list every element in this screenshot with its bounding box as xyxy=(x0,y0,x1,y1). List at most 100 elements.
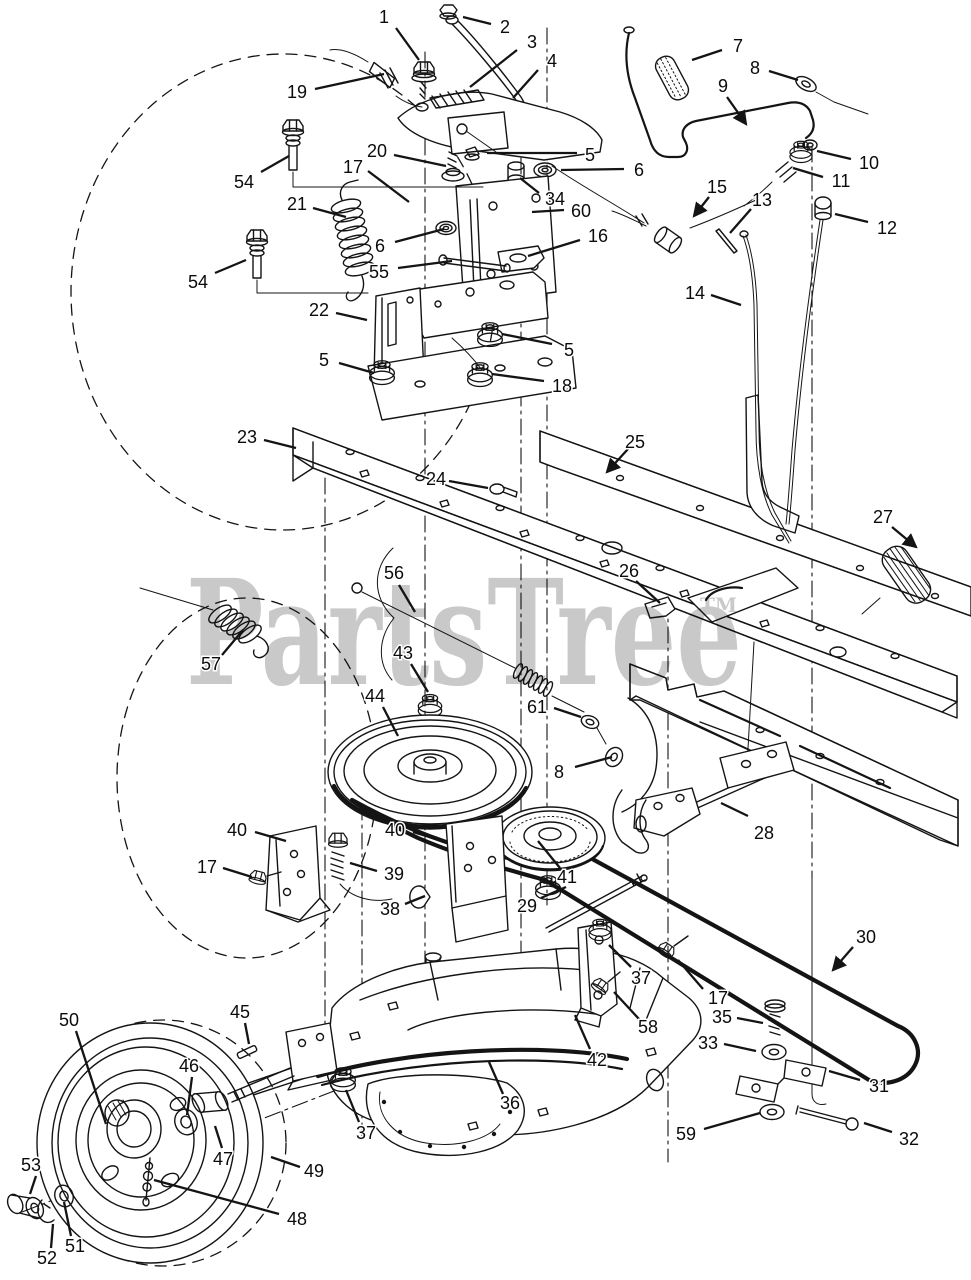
callout-leader-54 xyxy=(214,258,247,275)
callout-leader-19 xyxy=(314,72,385,91)
callout-number-48: 48 xyxy=(287,1209,307,1229)
callout-number-31: 31 xyxy=(869,1076,889,1096)
callout-leader-31 xyxy=(828,1069,861,1082)
callout-leader-11 xyxy=(792,166,824,179)
callout-number-1: 1 xyxy=(379,7,389,27)
callout-number-26: 26 xyxy=(619,561,639,581)
callout-number-44: 44 xyxy=(365,686,385,706)
callout-number-47: 47 xyxy=(213,1149,233,1169)
callout-leader-15 xyxy=(692,196,710,218)
transaxle xyxy=(225,947,702,1156)
callout-leader-32 xyxy=(863,1121,893,1134)
callout-leader-10 xyxy=(816,149,852,161)
callout-leader-60 xyxy=(531,208,565,214)
callout-number-54: 54 xyxy=(234,172,254,192)
callout-leader-5 xyxy=(501,332,553,346)
callout-number-40: 40 xyxy=(227,820,247,840)
callout-number-25: 25 xyxy=(625,432,645,452)
callout-leader-50 xyxy=(74,1030,108,1125)
callout-number-14: 14 xyxy=(685,283,705,303)
callout-number-15: 15 xyxy=(707,177,727,197)
callout-leader-49 xyxy=(270,1155,301,1169)
callout-leader-61 xyxy=(553,706,582,719)
callout-leader-24 xyxy=(448,479,489,490)
callout-leader-1 xyxy=(395,27,420,61)
callout-leader-40 xyxy=(254,830,287,843)
spring-21 xyxy=(330,179,376,302)
callout-leader-30 xyxy=(831,946,854,972)
callout-leader-13 xyxy=(729,208,752,234)
callout-number-28: 28 xyxy=(754,823,774,843)
callout-leader-33 xyxy=(723,1042,757,1053)
callout-leader-7 xyxy=(691,48,723,62)
callout-number-21: 21 xyxy=(287,194,307,214)
pulleys-and-belt xyxy=(327,693,920,1085)
callout-number-17: 17 xyxy=(708,988,728,1008)
callout-leader-48 xyxy=(153,1178,280,1216)
diagram-art xyxy=(6,4,971,1267)
callout-leader-39 xyxy=(349,861,378,873)
watermark-tm: TM xyxy=(700,593,737,617)
callout-number-46: 46 xyxy=(179,1056,199,1076)
callout-number-23: 23 xyxy=(237,427,257,447)
callout-leader-47 xyxy=(213,1125,224,1149)
callout-number-52: 52 xyxy=(37,1248,57,1268)
callout-leader-14 xyxy=(710,293,742,307)
callout-number-6: 6 xyxy=(375,236,385,256)
callout-leader-8 xyxy=(768,69,799,82)
callout-leader-18 xyxy=(491,372,545,383)
callout-number-53: 53 xyxy=(21,1155,41,1175)
callout-number-3: 3 xyxy=(527,32,537,52)
callout-leader-36 xyxy=(487,1061,505,1095)
callout-number-39: 39 xyxy=(384,864,404,884)
callout-leader-17 xyxy=(367,170,410,203)
callout-leader-16 xyxy=(527,238,581,258)
callout-number-59: 59 xyxy=(676,1124,696,1144)
callout-number-60: 60 xyxy=(571,201,591,221)
callout-leader-54 xyxy=(260,155,290,173)
callout-number-56: 56 xyxy=(384,563,404,583)
callout-number-17: 17 xyxy=(197,857,217,877)
callout-leader-29 xyxy=(540,885,567,900)
callout-number-40: 40 xyxy=(385,820,405,840)
callout-number-43: 43 xyxy=(393,643,413,663)
bolt-54-upper xyxy=(281,119,484,188)
callout-number-8: 8 xyxy=(554,762,564,782)
callout-number-4: 4 xyxy=(547,51,557,71)
callout-leader-20 xyxy=(393,153,447,168)
callout-number-45: 45 xyxy=(230,1002,250,1022)
callout-leader-41 xyxy=(537,840,561,869)
frame-rail-front xyxy=(292,427,958,719)
callout-leader-55 xyxy=(397,259,453,270)
callout-number-9: 9 xyxy=(718,76,728,96)
callout-leader-9 xyxy=(726,96,748,126)
callout-leader-4 xyxy=(512,69,539,99)
grip-27 xyxy=(861,545,932,615)
bolt-24 xyxy=(489,483,518,498)
cable-and-spring xyxy=(139,547,658,813)
callout-number-57: 57 xyxy=(201,654,221,674)
callout-leader-40 xyxy=(412,830,447,844)
callout-number-16: 16 xyxy=(588,226,608,246)
callout-number-19: 19 xyxy=(287,82,307,102)
callout-number-41: 41 xyxy=(557,867,577,887)
callout-leader-52 xyxy=(49,1223,55,1249)
callout-leader-6 xyxy=(560,167,625,172)
callout-number-37: 37 xyxy=(631,968,651,988)
callout-number-36: 36 xyxy=(500,1093,520,1113)
callout-number-58: 58 xyxy=(638,1017,658,1037)
watermark-text: PartsTree xyxy=(186,548,742,719)
callout-number-12: 12 xyxy=(877,218,897,238)
callout-number-34: 34 xyxy=(545,189,565,209)
callout-number-10: 10 xyxy=(859,153,879,173)
callout-number-6: 6 xyxy=(634,160,644,180)
callout-leader-3 xyxy=(469,49,518,88)
callout-number-27: 27 xyxy=(873,507,893,527)
callout-number-42: 42 xyxy=(587,1050,607,1070)
callout-leader-42 xyxy=(573,1014,592,1050)
callout-number-20: 20 xyxy=(367,141,387,161)
callout-number-24: 24 xyxy=(426,469,446,489)
